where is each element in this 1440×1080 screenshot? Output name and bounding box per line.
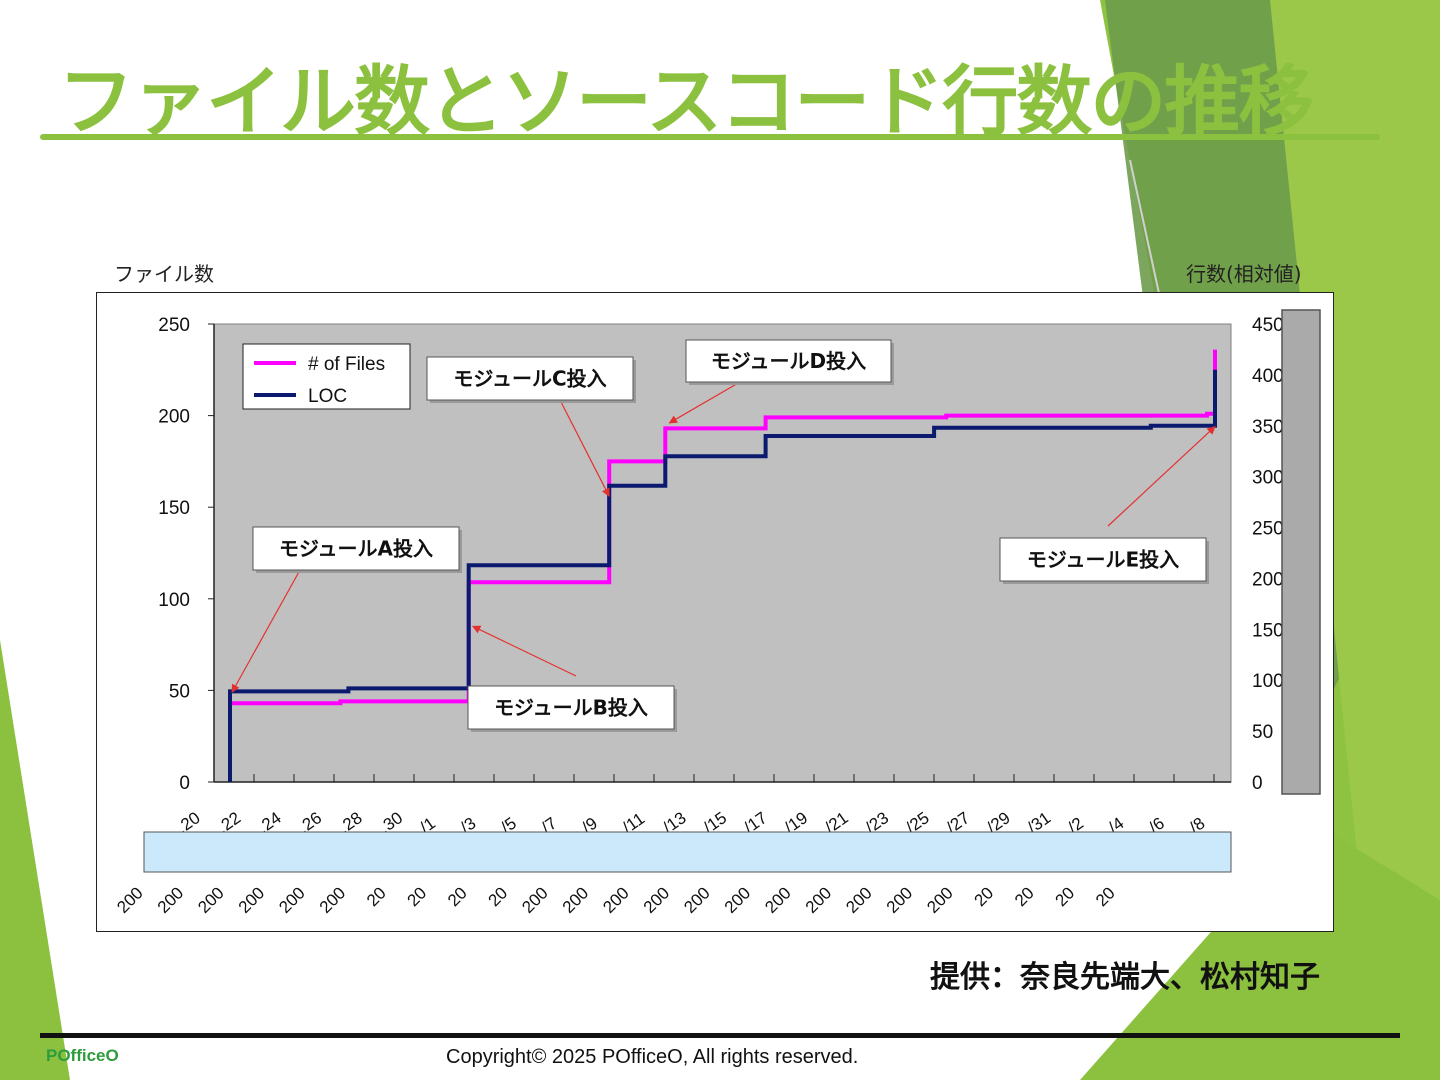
y-right-tick-label: 350 bbox=[1252, 417, 1284, 438]
legend-box bbox=[242, 343, 411, 410]
callout-box bbox=[467, 685, 675, 730]
callout-arrow bbox=[559, 399, 610, 497]
series-line-files bbox=[228, 349, 1217, 706]
callout-label: モジュールA投入 bbox=[279, 537, 433, 561]
callout-arrow bbox=[471, 625, 577, 677]
y-left-tick-label: 200 bbox=[158, 407, 190, 428]
x-tick-label-bottom: 20 bbox=[1092, 883, 1119, 910]
callout-box bbox=[999, 537, 1207, 582]
y-right-tick-label: 250 bbox=[1252, 519, 1284, 540]
x-tick-label-bottom: 200 bbox=[883, 883, 916, 916]
x-tick-label-bottom: 20 bbox=[971, 883, 998, 910]
callout-arrow bbox=[231, 569, 301, 693]
x-tick-label-bottom: 20 bbox=[1011, 883, 1038, 910]
x-tick-label-bottom: 200 bbox=[721, 883, 754, 916]
x-tick-label-bottom: 200 bbox=[923, 883, 956, 916]
y-right-tick-label: 400 bbox=[1252, 366, 1284, 387]
x-tick-label-bottom: 20 bbox=[1052, 883, 1079, 910]
y-right-tick-label: 0 bbox=[1252, 773, 1263, 794]
legend-label: LOC bbox=[308, 386, 347, 407]
title-underline bbox=[40, 134, 1380, 140]
x-tick-label-bottom: 200 bbox=[194, 883, 227, 916]
x-tick-label-bottom: 20 bbox=[444, 883, 471, 910]
x-tick-label-bottom: 200 bbox=[802, 883, 835, 916]
y-left-tick-label: 50 bbox=[169, 681, 190, 702]
callout-label: モジュールD投入 bbox=[711, 349, 866, 373]
deco-panel-left bbox=[0, 640, 70, 1080]
x-tick-label-bottom: 20 bbox=[485, 883, 512, 910]
credit-text: 提供：奈良先端大、松村知子 bbox=[930, 960, 1320, 995]
x-tick-label-bottom: 200 bbox=[113, 883, 146, 916]
x-tick-label-bottom: 200 bbox=[316, 883, 349, 916]
x-tick-label-bottom: 20 bbox=[363, 883, 390, 910]
y-right-tick-label: 50 bbox=[1252, 722, 1273, 743]
x-tick-label-bottom: 200 bbox=[599, 883, 632, 916]
callout-label: モジュールE投入 bbox=[1027, 548, 1179, 572]
y-left-tick-label: 0 bbox=[179, 773, 190, 794]
deco-panel-bottom bbox=[1080, 820, 1440, 1080]
series-line-loc bbox=[228, 369, 1217, 782]
y-right-tick-label: 150 bbox=[1252, 620, 1284, 641]
callout-label: モジュールB投入 bbox=[494, 696, 648, 720]
callout-box bbox=[685, 339, 892, 383]
callout-label: モジュールC投入 bbox=[453, 367, 606, 391]
legend-label: # of Files bbox=[308, 354, 385, 375]
page-title: ファイル数とソースコード行数の推移 bbox=[58, 57, 1314, 146]
y-right-tick-label: 200 bbox=[1252, 569, 1284, 590]
x-tick-label-bottom: 200 bbox=[154, 883, 187, 916]
footer-rule bbox=[40, 1033, 1400, 1038]
x-tick-label-bottom: 200 bbox=[559, 883, 592, 916]
copyright-text: Copyright© 2025 POfficeO, All rights res… bbox=[446, 1046, 859, 1068]
y-left-tick-label: 100 bbox=[158, 590, 190, 611]
deco-panel-mid bbox=[1270, 0, 1440, 1080]
x-tick-label-bottom: 200 bbox=[640, 883, 673, 916]
x-tick-label-bottom: 20 bbox=[404, 883, 431, 910]
x-tick-label-bottom: 200 bbox=[761, 883, 794, 916]
callout-box bbox=[426, 356, 634, 401]
x-tick-label-bottom: 200 bbox=[518, 883, 551, 916]
y-left-tick-label: 150 bbox=[158, 498, 190, 519]
y-left-tick-label: 250 bbox=[158, 315, 190, 336]
callout-box bbox=[252, 526, 460, 571]
y-right-tick-label: 300 bbox=[1252, 468, 1284, 489]
callout-arrow bbox=[668, 381, 741, 424]
x-tick-label-bottom: 200 bbox=[235, 883, 268, 916]
right-axis-box bbox=[1281, 309, 1321, 795]
brand-logo-text: POfficeO bbox=[46, 1046, 119, 1065]
y-left-axis-title: ファイル数 bbox=[114, 262, 214, 286]
x-tick-label-bottom: 200 bbox=[275, 883, 308, 916]
x-axis-band bbox=[143, 831, 1232, 873]
y-right-axis-title: 行数(相対値) bbox=[1186, 262, 1302, 286]
callout-arrow bbox=[1107, 426, 1216, 527]
y-right-tick-label: 100 bbox=[1252, 671, 1284, 692]
x-tick-label-bottom: 200 bbox=[842, 883, 875, 916]
x-tick-label-bottom: 200 bbox=[680, 883, 713, 916]
y-right-tick-label: 450 bbox=[1252, 315, 1284, 336]
